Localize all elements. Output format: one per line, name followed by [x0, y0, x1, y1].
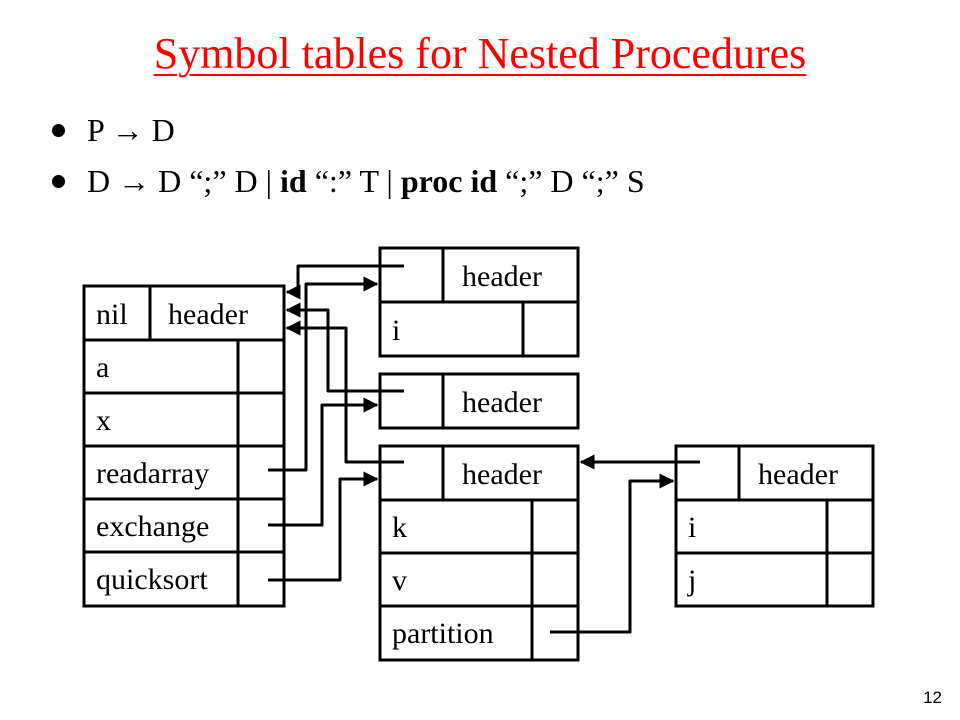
outer-row-a: a: [96, 351, 109, 384]
readarray-header-label: header: [462, 260, 542, 293]
outer-row-readarray: readarray: [96, 457, 209, 490]
quicksort-row-k: k: [392, 511, 407, 544]
arrow-exchange-entry: [268, 397, 379, 527]
readarray-row-i: i: [392, 314, 400, 347]
table-outer: [82, 284, 286, 608]
outer-row-exchange: exchange: [96, 510, 209, 543]
arrow-quicksort-to-outer: [285, 320, 404, 464]
production-d-keyword-proc-id: proc id: [400, 163, 498, 199]
table-exchange: [378, 372, 580, 430]
production-p-text: P → D: [87, 112, 175, 148]
arrow-partition-entry: [550, 473, 675, 634]
production-d-keyword-id: id: [280, 163, 307, 199]
arrow-quicksort-entry: [268, 471, 379, 582]
slide-title: Symbol tables for Nested Procedures: [0, 28, 960, 79]
table-readarray: [378, 246, 580, 358]
outer-row-x: x: [96, 404, 111, 437]
page-number: 12: [923, 688, 942, 707]
bullet-dot: [52, 175, 65, 189]
quicksort-header-label: header: [462, 458, 542, 491]
partition-header-label: header: [758, 458, 838, 491]
bullet-production-d: D → D “;” D | id “:” T | proc id “;” D “…: [52, 163, 645, 200]
table-quicksort: [378, 444, 580, 662]
quicksort-row-partition: partition: [392, 617, 494, 650]
arrow-readarray-entry: [268, 276, 379, 472]
arrow-readarray-to-outer: [285, 264, 404, 300]
outer-nil-label: nil: [96, 298, 128, 331]
partition-row-i: i: [688, 511, 696, 544]
outer-header-label: header: [168, 298, 248, 331]
quicksort-row-v: v: [392, 564, 407, 597]
exchange-header-label: header: [462, 386, 542, 419]
outer-row-quicksort: quicksort: [96, 563, 208, 596]
production-d-part: “:” T |: [306, 163, 401, 199]
production-d-part: “;” D “;” S: [497, 163, 645, 199]
table-partition: [674, 444, 875, 608]
bullet-production-p: P → D: [52, 112, 175, 149]
bullet-dot: [52, 124, 65, 138]
slide-title-text: Symbol tables for Nested Procedures: [153, 29, 807, 78]
production-d-part: D → D “;” D |: [87, 163, 281, 199]
partition-row-j: j: [687, 564, 696, 597]
